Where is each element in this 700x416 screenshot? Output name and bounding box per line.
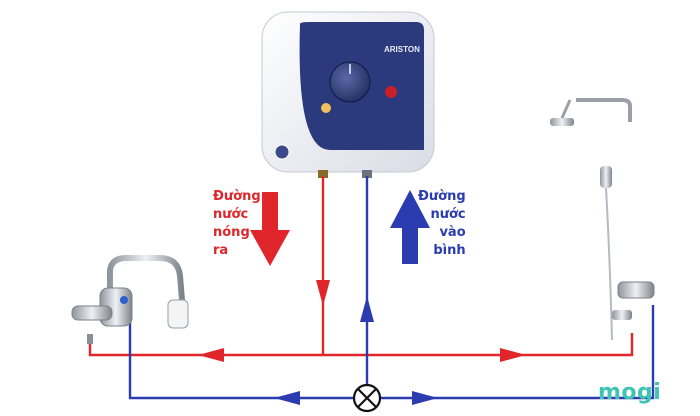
hot-label-line-2: nước <box>213 207 249 222</box>
shower-hose <box>605 187 613 341</box>
shower-head-icon <box>550 118 574 126</box>
faucet-handle[interactable] <box>71 305 113 321</box>
cold-label-line-4: bình <box>433 243 466 258</box>
cold-label-line-1: Đường <box>418 189 466 204</box>
shower-mixer-outlet <box>612 310 632 320</box>
faucet-sprayer <box>167 299 189 329</box>
hot-pipe-main <box>88 333 634 357</box>
hot-down-arrow-icon <box>316 280 330 306</box>
hot-outlet-fitting <box>318 170 328 178</box>
hot-out-big-arrow-icon <box>250 192 290 266</box>
cold-label-line-3: vào <box>439 225 466 240</box>
flow-arrows <box>198 280 526 405</box>
shower-head-stem <box>560 99 572 119</box>
hot-right-arrow-icon <box>500 348 526 362</box>
hot-label-line-4: ra <box>213 243 229 258</box>
shower-set <box>550 98 655 341</box>
heater-brand-text: ARISTON <box>384 45 420 54</box>
pipes <box>88 176 655 400</box>
faucet-cap-icon <box>120 296 128 304</box>
power-lamp-icon <box>385 86 397 98</box>
cold-left-arrow-icon <box>274 391 300 405</box>
shower-mixer[interactable] <box>617 281 655 299</box>
cold-water-in-label: Đường nước vào bình <box>418 188 466 260</box>
indicator-light-icon <box>321 103 331 113</box>
hot-water-out-label: Đường nước nóng ra <box>213 188 261 260</box>
heater-logo-badge-icon <box>274 144 290 160</box>
temperature-knob-icon[interactable] <box>329 61 371 103</box>
kitchen-faucet <box>71 255 189 344</box>
mogi-watermark: mogi <box>598 380 661 405</box>
hand-shower-icon[interactable] <box>600 166 612 188</box>
cold-inlet-fitting <box>362 170 372 178</box>
cold-in-big-arrow-icon <box>390 190 430 264</box>
hot-left-arrow-icon <box>198 348 224 362</box>
cold-label-line-2: nước <box>430 207 466 222</box>
hot-label-line-1: Đường <box>213 189 261 204</box>
water-heater: ARISTON <box>261 11 435 178</box>
shower-arm <box>576 98 632 122</box>
cold-right-arrow-icon <box>412 391 438 405</box>
watermark-text: mogi <box>598 380 662 405</box>
hot-label-line-3: nóng <box>213 225 250 240</box>
cold-up-arrow-icon <box>360 296 374 322</box>
shutoff-valve-icon[interactable] <box>352 383 382 413</box>
cold-pipe-main <box>128 305 655 400</box>
faucet-spout <box>107 255 185 301</box>
